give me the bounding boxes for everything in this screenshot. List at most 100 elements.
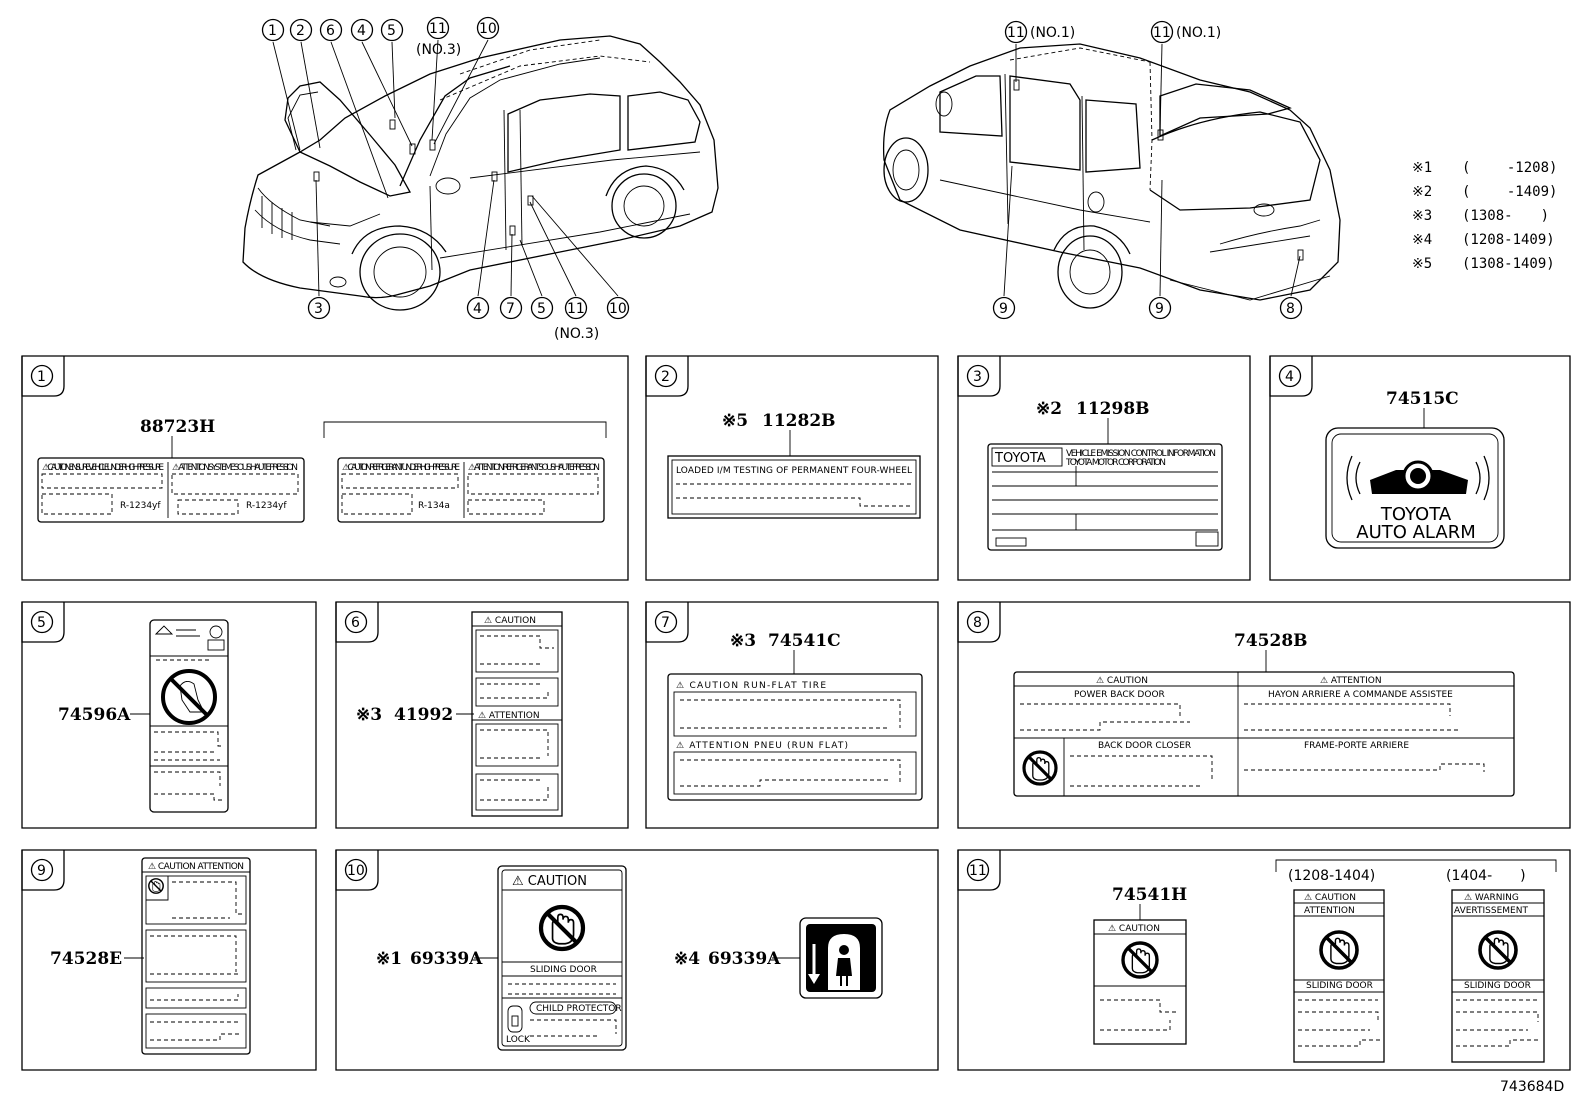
- no-child-seat-icon: [161, 669, 217, 725]
- note-4-mark: ※4: [1412, 232, 1432, 248]
- panel-6: 6 ※3 41992 ⚠ CAUTION ⚠ ATTENTION: [335, 601, 629, 829]
- svg-text:11: 11: [1153, 25, 1171, 41]
- label-b-head-1: ⚠ WARNING: [1464, 893, 1519, 903]
- svg-text:10: 10: [609, 301, 627, 317]
- lock-text: LOCK: [506, 1035, 531, 1045]
- svg-text:11: 11: [1007, 25, 1025, 41]
- svg-text:3: 3: [314, 301, 323, 317]
- caution-label-a: ⚠ CAUTION ATTENTION SLIDING DOOR: [1293, 889, 1385, 1063]
- svg-text:9: 9: [999, 301, 1008, 317]
- panel-7-part-number: 74541C: [768, 631, 841, 651]
- panel-1-index: 1: [37, 369, 46, 385]
- ac-label-b-left-text: ⚠ CAUTION REFRIGERANT UNDER HIGH PRESSUR…: [342, 463, 460, 473]
- ac-label-a-left-text: ⚠ CAUTION ENSURE VEHICLE UNDER HIGH PRES…: [42, 463, 164, 473]
- panel-3-part-number: 11298B: [1076, 399, 1150, 419]
- panel-9-part-number: 74528E: [50, 949, 122, 969]
- back-door-label-sub-4: FRAME-PORTE ARRIERE: [1304, 741, 1409, 751]
- panel-11-index: 11: [969, 863, 987, 879]
- note-3-range: (1308- ): [1462, 208, 1549, 224]
- caution-label-74541h: ⚠ CAUTION: [1093, 919, 1187, 1045]
- label-b-head-2: AVERTISSEMENT: [1454, 906, 1528, 916]
- panel-10-note-a: ※1: [376, 949, 402, 969]
- note-3-mark: ※3: [1412, 208, 1432, 224]
- car-alarm-icon: [1346, 455, 1490, 501]
- svg-text:5: 5: [387, 23, 396, 39]
- panel-11-part-number: 74541H: [1112, 885, 1187, 905]
- panel-10: 10 ※1 69339A ⚠ CAUTION SLIDING DOOR CHIL…: [335, 849, 939, 1071]
- warning-label-b: ⚠ WARNING AVERTISSEMENT SLIDING DOOR: [1451, 889, 1545, 1063]
- svg-text:1: 1: [268, 23, 277, 39]
- callout-no3-bottom: (NO.3): [554, 326, 599, 342]
- panel-6-head-1: ⚠ CAUTION: [484, 616, 536, 626]
- panel-5-index: 5: [37, 615, 46, 631]
- panel-3-note-mark: ※2: [1036, 399, 1062, 419]
- panel-1: 1 88723H ⚠ CAUTION ENSURE VEHICLE UNDER …: [21, 355, 629, 581]
- panel-8-part-number: 74528B: [1234, 631, 1308, 651]
- svg-text:7: 7: [506, 301, 515, 317]
- panel-3-index: 3: [973, 369, 982, 385]
- ac-label-b-right-text: ⚠ ATTENTION REFRIGERANT SOUS HAUTE PRESS…: [468, 463, 600, 473]
- emission-test-label-text: LOADED I/M TESTING OF PERMANENT FOUR-WHE…: [676, 466, 912, 476]
- back-door-label-head-left: ⚠ CAUTION: [1096, 676, 1148, 686]
- range-a-label: (1208-1404): [1288, 868, 1375, 884]
- child-protector-text: CHILD PROTECTOR: [536, 1004, 622, 1014]
- panel-9-index: 9: [37, 863, 46, 879]
- rear-vehicle-view: [882, 43, 1341, 309]
- svg-text:6: 6: [326, 23, 335, 39]
- panel-11: 11 74541H ⚠ CAUTION (1208-1404) (1404- )…: [957, 849, 1571, 1071]
- panel-6-note-mark: ※3: [356, 705, 382, 725]
- panel-7: 7 ※3 74541C ⚠ CAUTION RUN-FLAT TIRE ⚠ AT…: [645, 601, 939, 829]
- range-b-label: (1404- ): [1446, 868, 1526, 884]
- front-callouts: 1 2 6 4 5 11 10 (NO.3) 3 4 7 5 11 10 (NO…: [261, 16, 630, 342]
- svg-text:8: 8: [1286, 301, 1295, 317]
- panel-4-part-number: 74515C: [1386, 389, 1459, 409]
- sliding-door-caution-head: ⚠ CAUTION: [512, 874, 587, 889]
- panel-2: 2 ※5 11282B LOADED I/M TESTING OF PERMAN…: [645, 355, 939, 581]
- caution-label-head: ⚠ CAUTION: [1108, 924, 1160, 934]
- note-2-mark: ※2: [1412, 184, 1432, 200]
- svg-text:2: 2: [296, 23, 305, 39]
- svg-text:11: 11: [567, 301, 585, 317]
- callout-no1-right: (NO.1): [1176, 25, 1221, 41]
- panel-10-part-b: 69339A: [708, 949, 781, 969]
- panel-6-head-2: ⚠ ATTENTION: [478, 711, 540, 721]
- figure-code: 743684D: [1500, 1079, 1564, 1095]
- label-b-sliding: SLIDING DOOR: [1464, 981, 1531, 991]
- panel-9-head: ⚠ CAUTION ATTENTION: [148, 862, 244, 872]
- notes-legend: ※1 ( -1208) ※2 ( -1409) ※3 (1308- ) ※4 (…: [1412, 160, 1557, 272]
- svg-text:9: 9: [1155, 301, 1164, 317]
- ac-label-b-tag: R-134a: [418, 501, 450, 511]
- panel-10-note-b: ※4: [674, 949, 700, 969]
- ac-label-a-right-text: ⚠ ATTENTION SYSTEME SOUS HAUTE PRESSION: [172, 463, 298, 473]
- svg-text:4: 4: [473, 301, 482, 317]
- panel-10-part-a: 69339A: [410, 949, 483, 969]
- panel-10-index: 10: [347, 863, 365, 879]
- note-2-range: ( -1409): [1462, 184, 1557, 200]
- panel-6-index: 6: [351, 615, 360, 631]
- panel-8: 8 74528B ⚠ CAUTION ⚠ ATTENTION POWER BAC…: [957, 601, 1571, 829]
- ac-label-a-tag-left: R-1234yf: [120, 501, 161, 511]
- note-1-range: ( -1208): [1462, 160, 1557, 176]
- ac-label-b: ⚠ CAUTION REFRIGERANT UNDER HIGH PRESSUR…: [337, 457, 605, 523]
- label-a-sliding: SLIDING DOOR: [1306, 981, 1373, 991]
- panel-4: 4 74515C TOYOTA AUTO ALARM: [1269, 355, 1571, 581]
- panel-8-index: 8: [973, 615, 982, 631]
- runflat-label-head-2: ⚠ ATTENTION PNEU (RUN FLAT): [676, 741, 848, 751]
- note-4-range: (1208-1409): [1462, 232, 1555, 248]
- label-a-head-2: ATTENTION: [1304, 906, 1355, 916]
- runflat-label-head-1: ⚠ CAUTION RUN-FLAT TIRE: [676, 681, 826, 691]
- panel-1-part-number: 88723H: [140, 417, 215, 437]
- alarm-brand-line2: AUTO ALARM: [1356, 522, 1475, 543]
- svg-text:11: 11: [429, 21, 447, 37]
- emission-label-line2: TOYOTA MOTOR CORPORATION: [1065, 458, 1166, 468]
- svg-text:10: 10: [479, 21, 497, 37]
- back-door-label-head-right: ⚠ ATTENTION: [1320, 676, 1382, 686]
- emission-label-line1: VEHICLE EMISSION CONTROL INFORMATION: [1066, 449, 1216, 459]
- svg-text:4: 4: [357, 23, 366, 39]
- note-5-mark: ※5: [1412, 256, 1432, 272]
- panel-6-part-number: 41992: [394, 705, 453, 725]
- back-door-label-sub-1: POWER BACK DOOR: [1074, 690, 1165, 700]
- back-door-label-sub-2: HAYON ARRIERE A COMMANDE ASSISTEE: [1268, 690, 1453, 700]
- panel-7-index: 7: [661, 615, 670, 631]
